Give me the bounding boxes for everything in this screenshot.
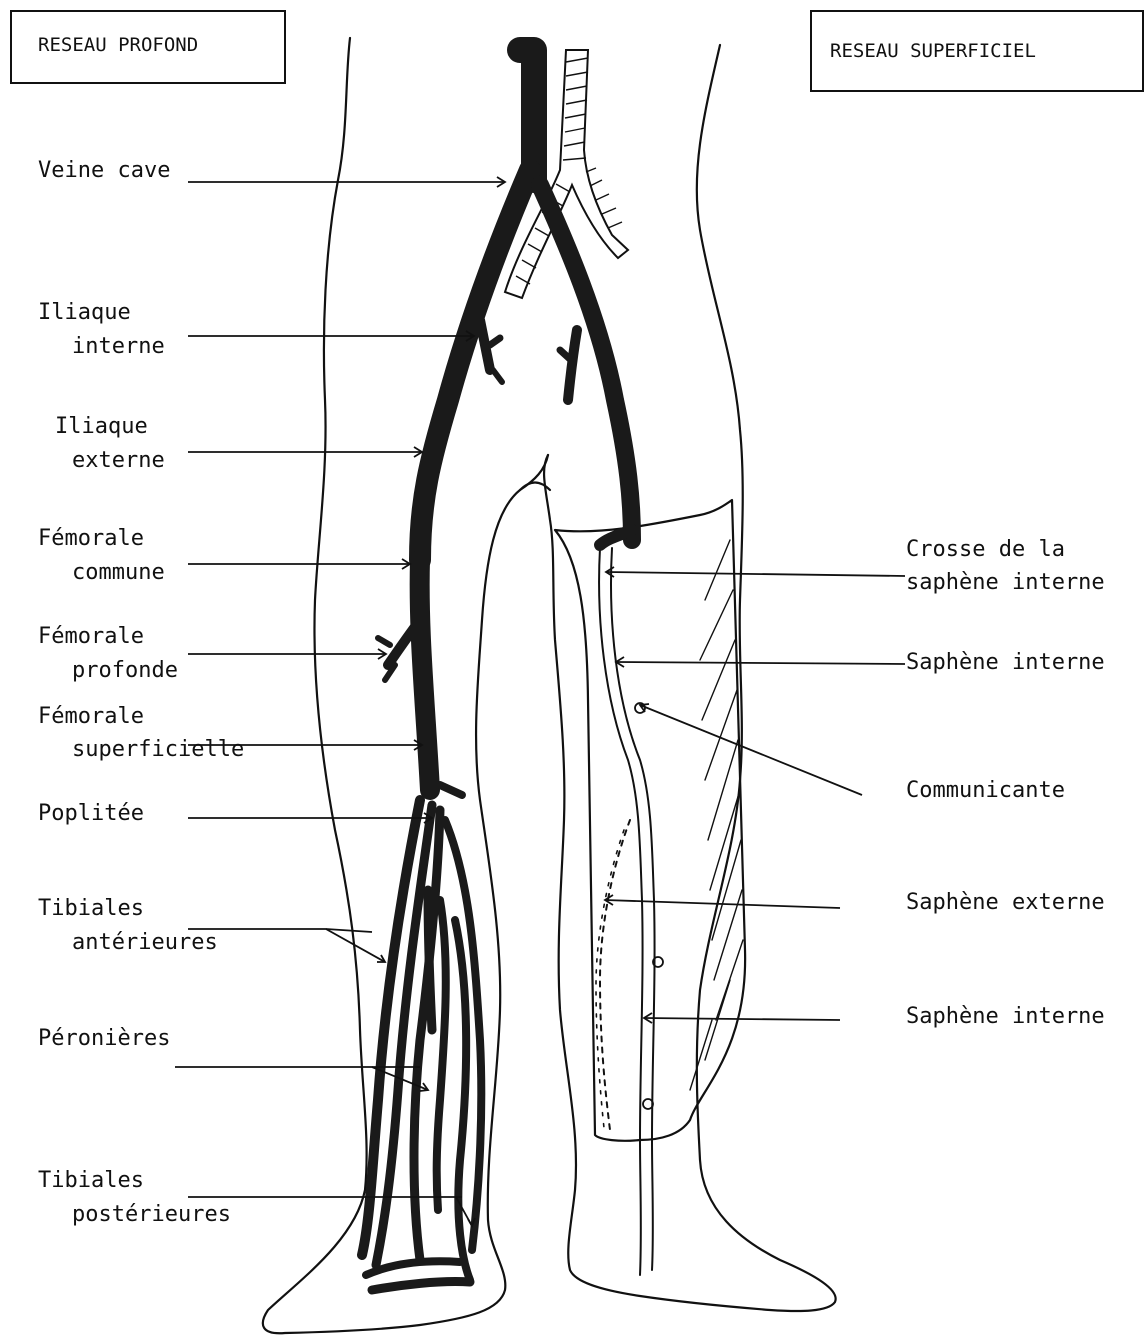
label-iliaque-interne-1: Iliaque [38,296,131,330]
label-femorale-superficielle-2: superficielle [72,733,244,767]
small-saphenous-vein [600,820,630,1130]
left-iliac [540,185,632,540]
label-iliaque-interne-2: interne [72,330,165,364]
popliteal-branch [440,785,462,795]
superficial-network-heading: RESEAU SUPERFICIEL [830,40,1036,62]
label-tibiales-posterieures-2: postérieures [72,1198,231,1232]
deep-network-heading: RESEAU PROFOND [38,34,198,56]
femoral-superficial [420,560,430,790]
label-femorale-commune-1: Fémorale [38,522,144,556]
label-veine-cave: Veine cave [38,154,170,188]
label-tibiales-posterieures-1: Tibiales [38,1164,144,1198]
label-saphene-externe: Saphène externe [906,886,1105,920]
label-iliaque-externe-1: Iliaque [55,410,148,444]
label-communicante: Communicante [906,774,1065,808]
label-femorale-commune-2: commune [72,556,165,590]
deep-veins [362,50,632,1290]
label-poplitee: Poplitée [38,797,144,831]
right-iliac [420,170,530,560]
label-femorale-profonde-1: Fémorale [38,620,144,654]
label-crosse-2: saphène interne [906,566,1105,600]
leader-lines [175,177,905,1226]
label-femorale-superficielle-1: Fémorale [38,700,144,734]
label-femorale-profonde-2: profonde [72,654,178,688]
label-tibiales-anterieures-1: Tibiales [38,892,144,926]
internal-iliac-l [568,330,577,400]
label-peronieres: Péronières [38,1022,170,1056]
label-tibiales-anterieures-2: antérieures [72,926,218,960]
label-iliaque-externe-2: externe [72,444,165,478]
label-crosse-1: Crosse de la [906,533,1065,567]
label-saphene-interne-2: Saphène interne [906,1000,1105,1034]
label-saphene-interne-1: Saphène interne [906,646,1105,680]
great-saphenous-vein [599,548,642,1275]
